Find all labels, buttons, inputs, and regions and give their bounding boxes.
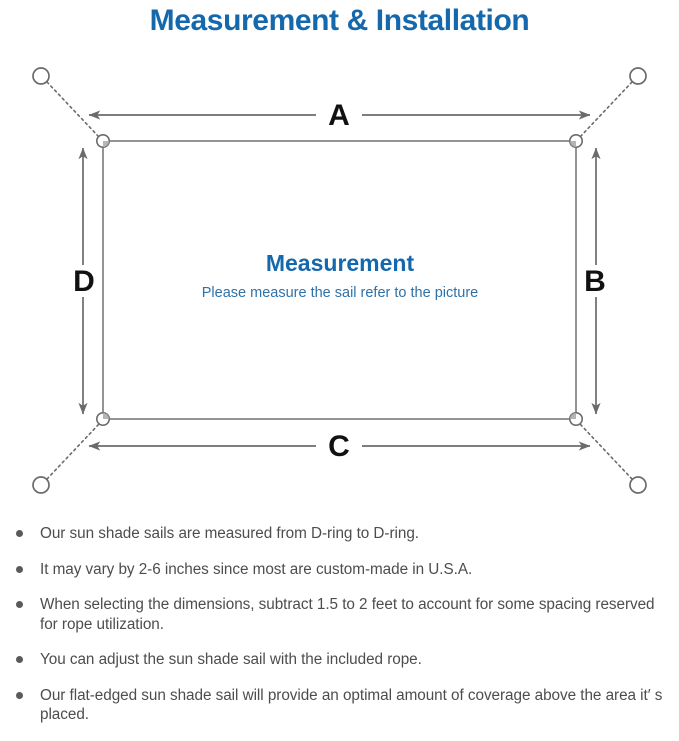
notes-list: Our sun shade sails are measured from D-…	[0, 524, 679, 741]
rope-line-bottom-right	[579, 423, 633, 480]
rope-lines	[46, 81, 633, 480]
d-ring-wedge-tr	[569, 141, 576, 148]
list-item-text: Our sun shade sails are measured from D-…	[40, 525, 419, 542]
rope-line-top-left	[46, 81, 100, 138]
anchor-top-right-icon	[629, 67, 647, 85]
dimension-label-b: B	[584, 265, 606, 298]
dimension-label-d: D	[73, 265, 95, 298]
list-item: It may vary by 2-6 inches since most are…	[10, 560, 665, 580]
dimension-label-a: A	[328, 99, 350, 132]
d-ring-wedges	[103, 141, 576, 419]
list-item: Our sun shade sails are measured from D-…	[10, 524, 665, 544]
diagram-center-title: Measurement	[266, 250, 415, 276]
anchor-bottom-right-icon	[629, 476, 647, 494]
dimension-label-c: C	[328, 430, 350, 463]
list-item-text: You can adjust the sun shade sail with t…	[40, 651, 422, 668]
d-ring-wedge-bl	[103, 412, 110, 419]
knockout-c	[316, 430, 362, 462]
bullet-icon	[16, 565, 23, 573]
label-knockouts	[68, 99, 612, 462]
knockout-d	[68, 265, 102, 297]
list-item-text: It may vary by 2-6 inches since most are…	[40, 560, 473, 578]
anchor-bottom-left-icon	[32, 476, 50, 494]
list-item: When selecting the dimensions, subtract …	[10, 595, 665, 634]
diagram-center-subtitle: Please measure the sail refer to the pic…	[202, 285, 478, 301]
measurement-diagram: A C D B Measurement Please measure the s…	[0, 44, 679, 524]
list-item-text: Our flat-edged sun shade sail will provi…	[40, 686, 663, 724]
rope-line-bottom-left	[46, 423, 100, 480]
d-ring-wedge-tl	[103, 141, 110, 148]
page-title: Measurement & Installation	[149, 4, 530, 37]
anchor-rings	[32, 67, 647, 494]
list-item: Our flat-edged sun shade sail will provi…	[10, 686, 665, 725]
anchor-top-left-icon	[32, 67, 50, 85]
knockout-a	[316, 99, 362, 131]
d-ring-wedge-br	[569, 412, 576, 419]
bullet-icon	[16, 530, 23, 537]
bullet-icon	[16, 601, 23, 608]
shade-sail-body	[102, 140, 577, 420]
list-item: You can adjust the sun shade sail with t…	[10, 650, 665, 670]
bullet-icon	[16, 656, 23, 663]
bullet-icon	[16, 691, 23, 699]
knockout-b	[578, 265, 612, 297]
rope-line-top-right	[579, 81, 633, 138]
list-item-text: When selecting the dimensions, subtract …	[40, 596, 655, 633]
